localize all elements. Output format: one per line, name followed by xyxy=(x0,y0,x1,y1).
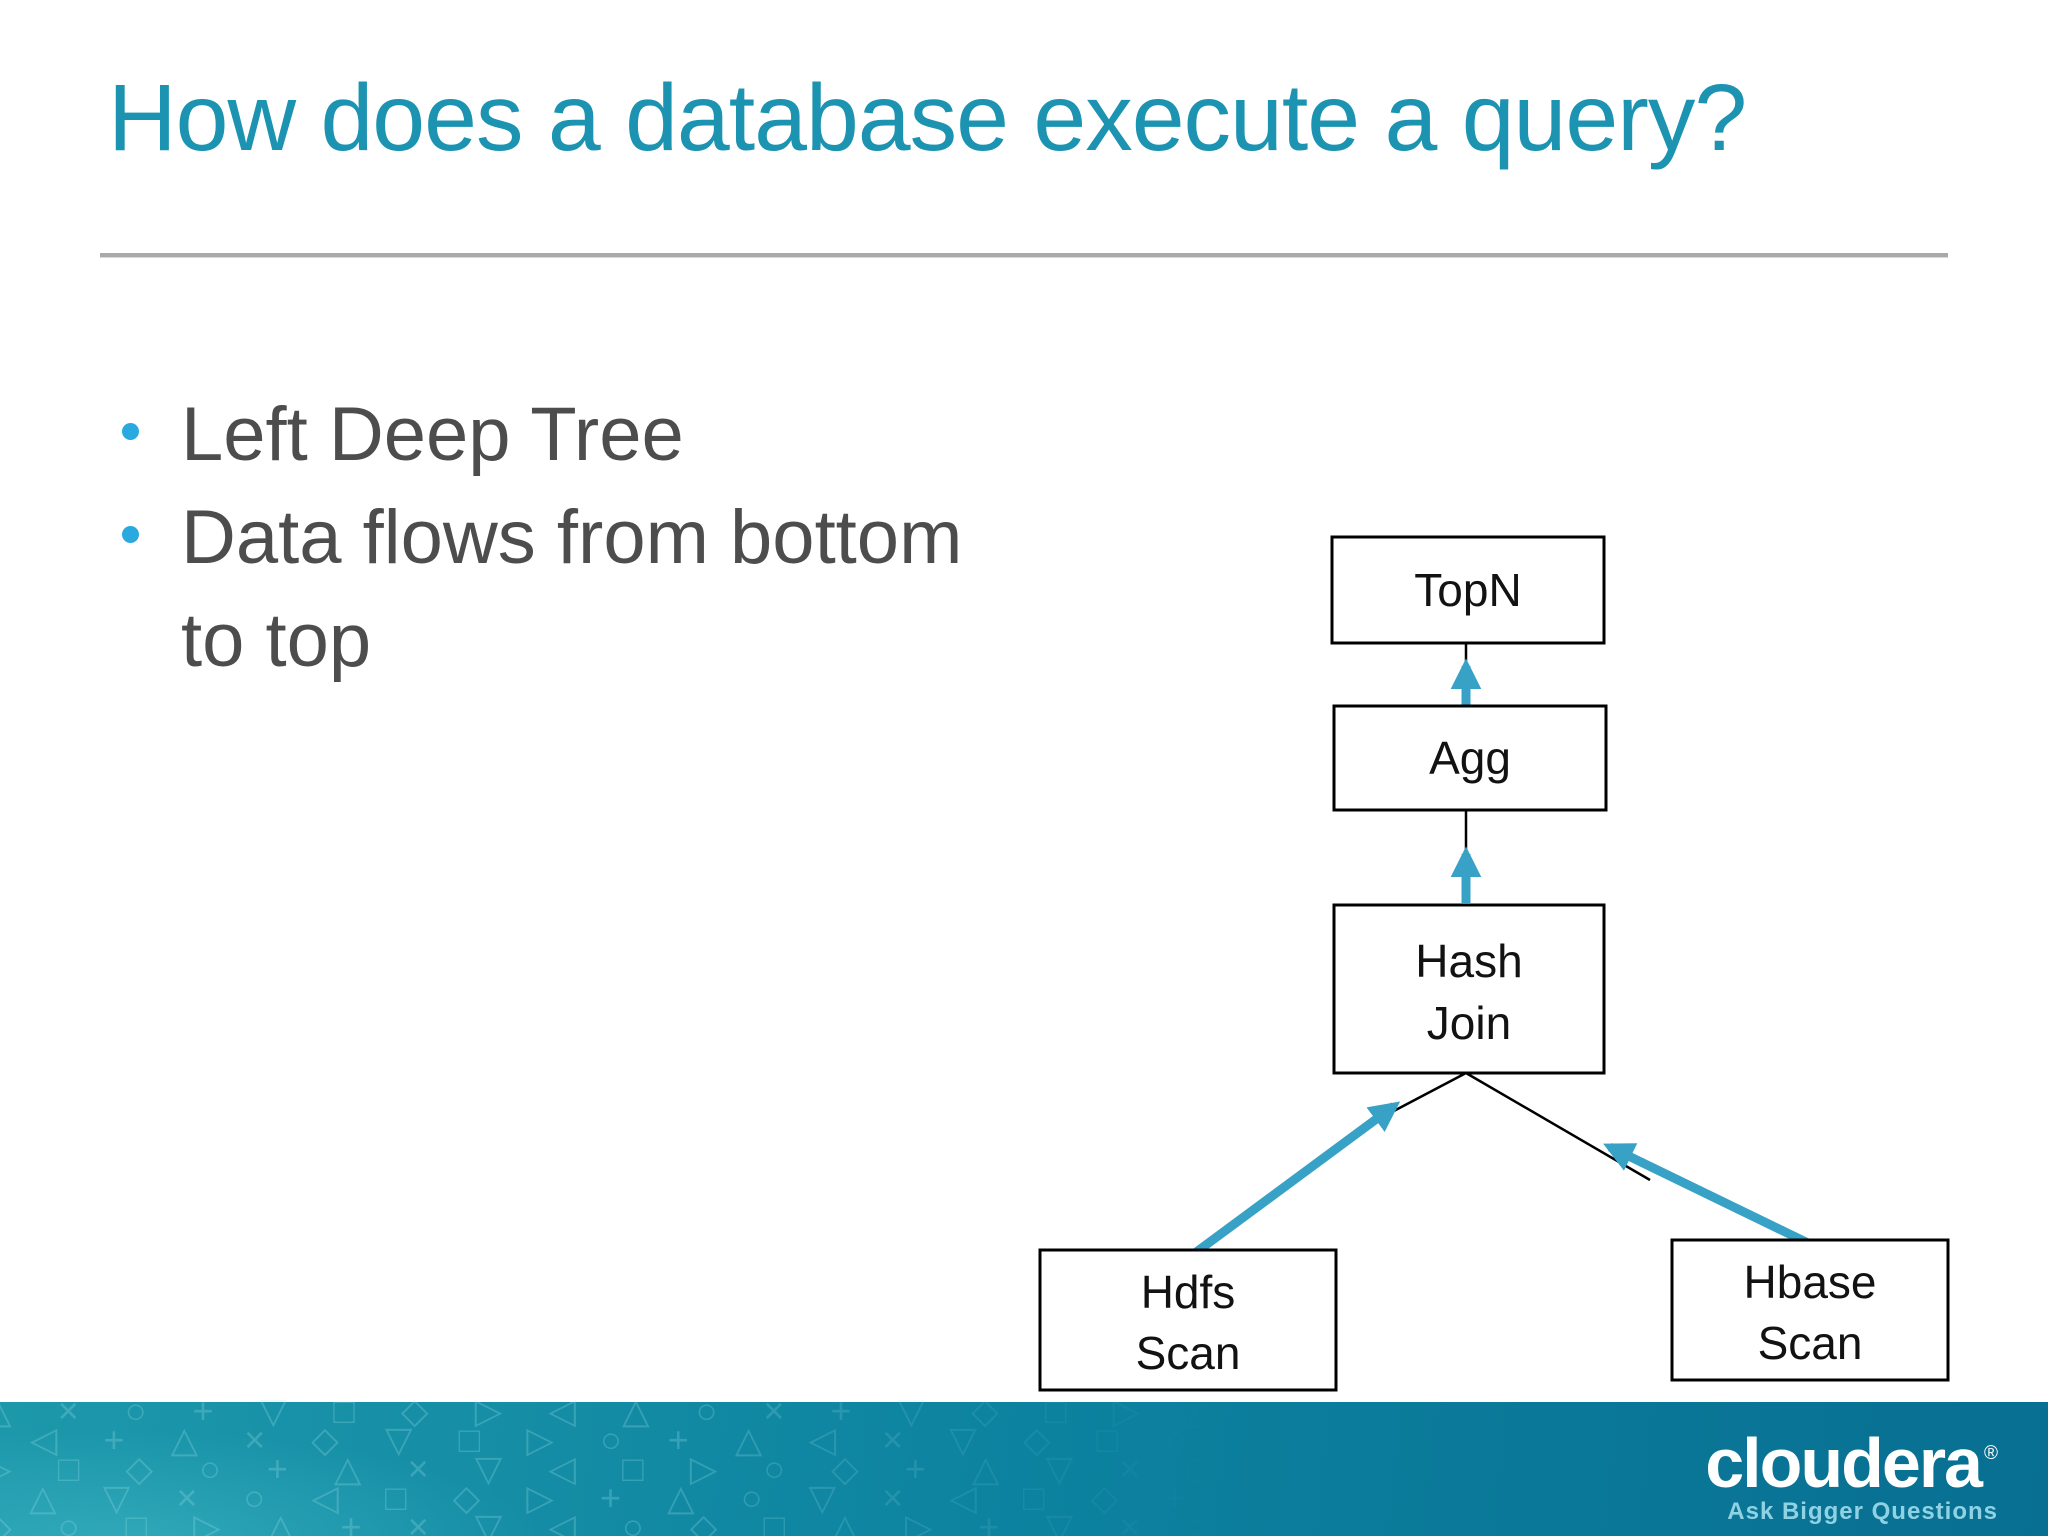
node-hbasescan-label-line2: Scan xyxy=(1758,1317,1863,1369)
bullet-item-data-flows: Data flows from bottom to top xyxy=(100,486,962,692)
edge-hashjoin-left xyxy=(1389,1071,1467,1115)
node-agg-box xyxy=(1332,704,1608,812)
bullet-item-left-deep-tree: Left Deep Tree xyxy=(100,383,962,486)
pattern-row: ▷ □ ◇ ○ + △ × ▽ ◁ □ ▷ ○ ◇ + △ ▽ × □ ◁ ○ … xyxy=(0,1448,1310,1489)
node-hashjoin-label-line1: Hash xyxy=(1415,935,1522,987)
node-hdfsscan-box xyxy=(1038,1248,1338,1392)
footer-band: △ × ○ + ▽ □ ◇ ▷ ◁ △ ○ × + ▽ ◇ □ ▷ △ ◁ ○ … xyxy=(0,1396,2048,1536)
pattern-row: ○ ◁ + △ × ◇ ▽ □ ▷ ○ + △ ◁ × ▽ ◇ □ ○ ▷ + … xyxy=(0,1419,1310,1460)
registered-mark: ® xyxy=(1984,1443,1998,1464)
node-hdfsscan-label-line2: Scan xyxy=(1136,1327,1241,1379)
brand-tagline: Ask Bigger Questions xyxy=(1727,1498,1998,1525)
node-topn-label: TopN xyxy=(1414,564,1521,616)
node-hashjoin-label-line2: Join xyxy=(1427,997,1511,1049)
node-topn-box xyxy=(1330,535,1606,645)
node-agg-label: Agg xyxy=(1429,732,1511,784)
page-title: How does a database execute a query? xyxy=(108,65,1747,171)
pattern-row: ◇ ○ □ ▷ △ + × ▽ ◁ ○ ◇ □ △ ▷ + ▽ × ○ ◁ ◇ … xyxy=(0,1506,1310,1536)
node-hashjoin-box xyxy=(1332,903,1606,1075)
brand-text: cloudera xyxy=(1705,1424,1983,1502)
bullet-text-line: Data flows from bottom xyxy=(181,495,963,580)
arrow-hdfsscan-to-hashjoin xyxy=(1192,1101,1401,1257)
node-hdfsscan-label-line1: Hdfs xyxy=(1141,1266,1236,1318)
bullet-text-line: to top xyxy=(181,598,372,683)
cloudera-wordmark: cloudera® xyxy=(1705,1422,1998,1498)
bullet-dot-icon xyxy=(122,423,139,440)
title-divider xyxy=(100,253,1948,258)
pattern-row: + △ ▽ × ○ ◁ □ ◇ ▷ + △ ○ ▽ × ◁ □ ◇ + ▷ △ … xyxy=(0,1477,1310,1518)
node-hbasescan-label-line1: Hbase xyxy=(1744,1256,1877,1308)
edge-hashjoin-right xyxy=(1465,1071,1651,1182)
bullet-dot-icon xyxy=(122,526,139,543)
node-hbasescan-box xyxy=(1670,1238,1950,1382)
footer-glyph-pattern: △ × ○ + ▽ □ ◇ ▷ ◁ △ ○ × + ▽ ◇ □ ▷ △ ◁ ○ … xyxy=(0,1396,1310,1536)
query-plan-diagram: TopN Agg Hash Join Hdfs Scan Hbase Scan xyxy=(1038,535,1950,1392)
cloudera-logo: cloudera® Ask Bigger Questions xyxy=(1705,1422,1998,1526)
pattern-row: △ × ○ + ▽ □ ◇ ▷ ◁ △ ○ × + ▽ ◇ □ ▷ △ ◁ ○ … xyxy=(0,1396,1310,1431)
bullet-list: Left Deep Tree Data flows from bottom to… xyxy=(100,383,962,692)
bullet-text: Left Deep Tree xyxy=(181,392,684,477)
arrow-hbasescan-to-hashjoin xyxy=(1603,1142,1810,1248)
